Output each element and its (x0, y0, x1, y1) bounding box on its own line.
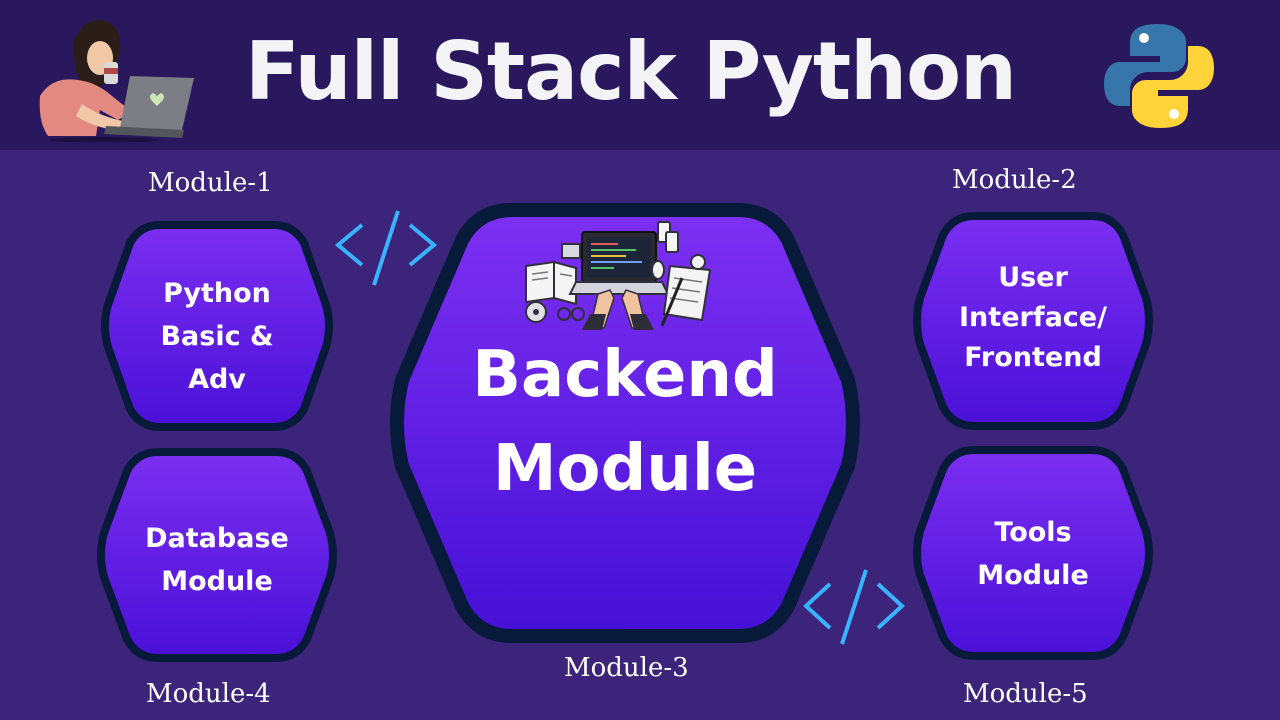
woman-laptop-illustration (39, 20, 194, 142)
hex-text-line: Python (163, 278, 271, 309)
workspace-illustration (525, 221, 712, 330)
module-5-hexagon (913, 446, 1153, 660)
hex-text-line: Frontend (964, 342, 1102, 373)
module-3-text: Backend Module (425, 328, 825, 516)
module-2-hexagon (913, 212, 1153, 430)
module-1-label: Module-1 (148, 168, 273, 198)
module-4-text: Database Module (104, 517, 330, 603)
module-4-hexagon (97, 448, 337, 662)
module-3-hexagon (390, 203, 860, 643)
module-2-label: Module-2 (952, 165, 1077, 195)
module-5-text: Tools Module (920, 511, 1146, 597)
header-bar (0, 0, 1280, 150)
hex-text-line: Interface/ (959, 302, 1107, 333)
hex-text-line: Backend (472, 338, 778, 412)
hex-text-line: Module (977, 560, 1089, 591)
module-1-text: Python Basic & Adv (110, 272, 324, 401)
hex-text-line: Module (161, 566, 273, 597)
python-logo-icon (1104, 24, 1214, 128)
hex-text-line: Adv (188, 364, 246, 395)
hex-text-line: Basic & (160, 321, 274, 352)
module-2-text: User Interface/ Frontend (920, 258, 1146, 378)
module-1-hexagon (101, 221, 333, 431)
code-brackets-icon (803, 569, 905, 645)
code-brackets-icon (334, 210, 438, 286)
hex-text-line: Tools (994, 517, 1072, 548)
module-4-label: Module-4 (146, 679, 271, 709)
hex-text-line: Module (492, 432, 758, 506)
hex-text-line: User (998, 262, 1068, 293)
module-3-label: Module-3 (564, 653, 689, 683)
page-title: Full Stack Python (245, 25, 1017, 118)
hex-text-line: Database (145, 523, 289, 554)
module-5-label: Module-5 (963, 679, 1088, 709)
